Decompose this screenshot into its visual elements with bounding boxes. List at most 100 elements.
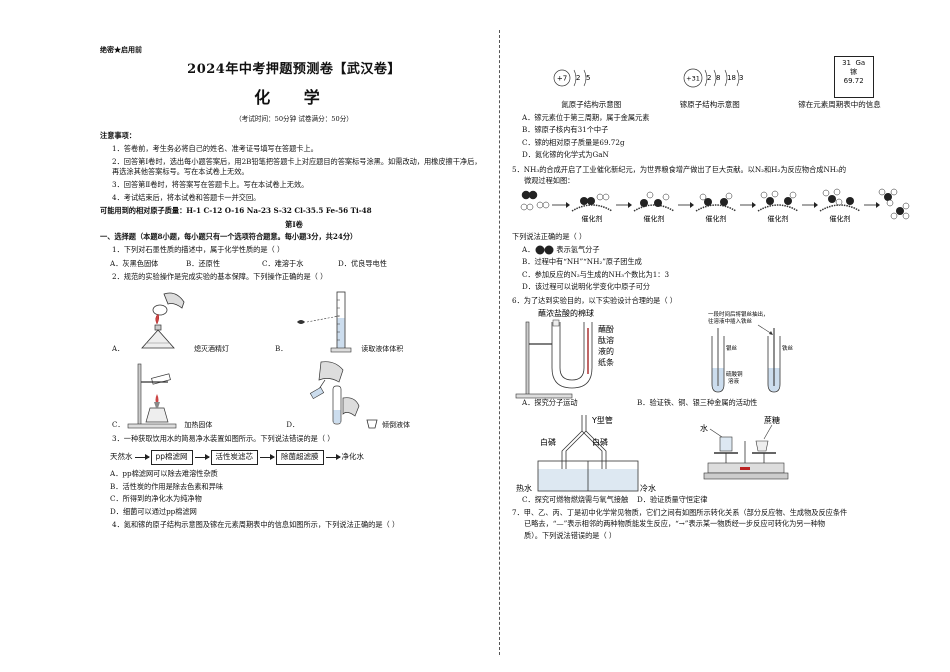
- a-side-3: 液的: [598, 346, 614, 356]
- q2-option-c-caption: 加热固体: [184, 420, 213, 429]
- option-c[interactable]: C．所得到的净化水为纯净物: [110, 494, 202, 504]
- option-c[interactable]: C．难溶于水: [262, 258, 304, 268]
- exam-title: 2024年中考押题预测卷【武汉卷】: [187, 62, 401, 78]
- c-wp-label-2: 白磷: [592, 437, 608, 447]
- heating-solid-figure: [128, 363, 177, 429]
- option-d[interactable]: D．优良导电性: [338, 258, 387, 268]
- notice-item: 1．答卷前，考生务必将自己的姓名、准考证号填写在答题卡上。: [112, 143, 318, 153]
- question-6-captions-bottom: C．探究可燃物燃烧需与氧气接触 D．验证质量守恒定律: [512, 495, 910, 505]
- ga-symbol: Ga: [855, 59, 866, 67]
- q2-option-d-label[interactable]: D．: [286, 420, 299, 429]
- question-2-figures-top: A． 熄灭酒精灯 B． 读取液体体积: [100, 284, 488, 354]
- option-b[interactable]: B．过程中有“NH”“NH₂”原子团生成: [522, 257, 642, 267]
- option-c[interactable]: C．镓的相对原子质量是69.72g: [522, 137, 625, 147]
- n-shell-1: 2: [576, 74, 580, 82]
- ga-shell-1: 2: [707, 74, 711, 82]
- option-b[interactable]: B．还原性: [186, 258, 221, 268]
- catalyst-label-5: 催化剂: [830, 214, 851, 223]
- option-c[interactable]: C．探究可燃物燃烧需与氧气接触: [522, 494, 629, 504]
- column-divider: [499, 30, 500, 655]
- molecule-motion-apparatus: 蘸浓盐酸的棉球 蘸酚 酞溶 液的 纸条: [515, 308, 614, 399]
- flow-step-membrane: 除菌超滤膜: [276, 450, 324, 466]
- subject-title: 化 学: [254, 87, 334, 107]
- water-purifier-flow: 天然水 pp棉滤网 活性炭滤芯 除菌超滤膜 净化水: [100, 450, 488, 466]
- catalyst-label-1: 催化剂: [582, 214, 603, 223]
- n-nucleus: +7: [557, 75, 567, 83]
- q2-option-a-label[interactable]: A．: [112, 344, 125, 353]
- option-c[interactable]: C．参加反应的N₂与生成的NH₃个数比为1：3: [522, 269, 670, 279]
- ga-number: 31: [842, 59, 852, 67]
- catalyst-label-4: 催化剂: [768, 214, 789, 223]
- atomic-masses: 可能用到的相对原子质量：H-1 C-12 O-16 Na-23 S-32 Cl-…: [100, 206, 372, 216]
- question-5-stem: 5．NH₃的合成开启了工业催化新纪元，为世界粮食增产做出了巨大贡献。以N₂和H₂…: [512, 164, 847, 174]
- b-sol-label-2: 溶液: [728, 377, 740, 385]
- question-4-stem: 4．氮和镓的原子结构示意图及镓在元素周期表中的信息如图所示，下列说法正确的是（ …: [112, 520, 400, 530]
- b-sol-label-1: 硫酸铜: [726, 370, 743, 378]
- notice-item: 3．回答第Ⅱ卷时，将答案写在答题卡上。写在本试卷上无效。: [112, 179, 309, 189]
- option-a-label: A．: [522, 244, 535, 254]
- option-b[interactable]: B．验证铁、铜、银三种金属的活动性: [637, 398, 758, 408]
- option-d[interactable]: D．细菌可以通过pp棉滤网: [110, 506, 197, 516]
- combustion-apparatus: Y型管 白磷 白磷 热水 冷水: [516, 414, 656, 493]
- flow-arrow-icon: [134, 454, 150, 461]
- question-6-stem: 6．为了达到实验目的，以下实验设计合理的是（ ）: [512, 295, 677, 305]
- catalyst-label-3: 催化剂: [706, 214, 727, 223]
- question-2-stem: 2．规范的实验操作是完成实验的基本保障。下列操作正确的是（ ）: [112, 271, 328, 281]
- option-a[interactable]: A．镓元素位于第三周期，属于金属元素: [522, 112, 650, 122]
- notice-item: 4．考试结束后，将本试卷和答题卡一并交回。: [112, 192, 261, 202]
- alcohol-lamp-figure: [141, 292, 185, 349]
- option-a[interactable]: A． 表示氢气分子: [512, 245, 910, 255]
- option-b[interactable]: B．活性炭的作用是除去色素和异味: [110, 481, 224, 491]
- c-cold-label: 冷水: [640, 483, 656, 493]
- secret-label: 绝密★启用前: [100, 45, 142, 54]
- flow-input: 天然水: [110, 452, 133, 462]
- question-7-line-2: 已略去，“—”表示相邻的两种物质能发生反应，“→”表示某一物质经一步反应可转化为…: [524, 519, 826, 529]
- nitrogen-atom-diagram: +7 2 5: [553, 69, 591, 87]
- graduated-cylinder-figure: [297, 291, 352, 353]
- option-d[interactable]: D．该过程可以说明化学变化中原子可分: [522, 282, 650, 292]
- q2-option-a-caption: 熄灭酒精灯: [194, 344, 230, 353]
- b-ag-label: 银丝: [726, 344, 738, 352]
- q2-option-d-caption: 倾倒液体: [381, 420, 410, 429]
- a-top-label: 蘸浓盐酸的棉球: [538, 308, 594, 318]
- n-shell-2: 5: [586, 74, 590, 82]
- flow-output: 净化水: [341, 452, 365, 462]
- option-d[interactable]: D．验证质量守恒定律: [637, 494, 708, 504]
- left-column: 绝密★启用前 2024年中考押题预测卷【武汉卷】 化 学 （考试时间：50分钟 …: [100, 36, 488, 530]
- question-6-figures-top: 蘸浓盐酸的棉球 蘸酚 酞溶 液的 纸条 一段时间后将银丝抽出， 往溶液中插入铁丝…: [512, 308, 910, 400]
- flow-step-pp: pp棉滤网: [150, 450, 193, 466]
- ga-name: 镓: [850, 68, 858, 77]
- flow-arrow-icon: [194, 454, 210, 461]
- c-wp-label-1: 白磷: [540, 437, 556, 447]
- q2-option-b-label[interactable]: B．: [275, 344, 288, 353]
- b-note-1: 一段时间后将银丝抽出，: [708, 310, 769, 318]
- time-info: （考试时间：50分钟 试卷满分：50分）: [235, 115, 353, 124]
- right-column: +7 2 5 +31 2 8 18 3 31 Ga 镓 69.72 氮原子结构示…: [512, 36, 910, 541]
- option-a-text: 表示氢气分子: [556, 244, 600, 254]
- b-note-2: 往溶液中插入铁丝: [708, 317, 753, 325]
- question-2-figures-bottom: C． 加热固体 D． 倾倒液体: [100, 356, 488, 430]
- section-instructions: 一、选择题（本题8小题，每小题只有一个选项符合题意。每小题3分，共24分）: [100, 232, 358, 242]
- flow-arrow-icon: [260, 454, 276, 461]
- caption-ga-table: 镓在元素周期表中的信息: [798, 100, 881, 109]
- ga-nucleus: +31: [686, 75, 700, 83]
- option-d[interactable]: D．氮化镓的化学式为GaN: [522, 150, 609, 160]
- option-b[interactable]: B．镓原子核内有31个中子: [522, 125, 609, 135]
- section-title: 第Ⅰ卷: [285, 219, 303, 229]
- d-sugar-label: 蔗糖: [764, 415, 780, 425]
- b-fe-label: 铁丝: [782, 344, 794, 352]
- pouring-liquid-figure: [309, 361, 360, 425]
- gallium-periodic-cell: 31 Ga 镓 69.72: [833, 56, 874, 98]
- question-6-figures-bottom: Y型管 白磷 白磷 热水 冷水 水 蔗糖: [512, 411, 910, 497]
- option-a[interactable]: A．探究分子运动: [522, 398, 578, 408]
- a-side-2: 酞溶: [598, 335, 614, 345]
- c-ytube-label: Y型管: [591, 415, 613, 425]
- question-5-question: 下列说法正确的是（ ）: [512, 232, 587, 242]
- a-side-4: 纸条: [598, 357, 614, 367]
- metal-activity-apparatus: 一段时间后将银丝抽出， 往溶液中插入铁丝 银丝 铁丝 硫酸铜 溶液: [708, 310, 794, 393]
- caption-n-atom: 氮原子结构示意图: [561, 100, 622, 109]
- q2-option-c-label[interactable]: C．: [112, 420, 125, 429]
- option-a[interactable]: A．pp棉滤网可以除去难溶性杂质: [110, 469, 218, 479]
- ga-shell-4: 3: [739, 74, 743, 82]
- option-a[interactable]: A．灰黑色固体: [110, 258, 159, 268]
